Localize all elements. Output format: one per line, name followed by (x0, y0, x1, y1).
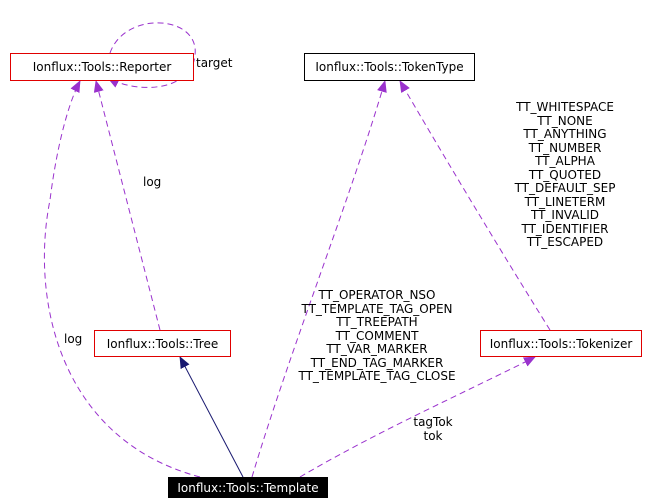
node-tokentype[interactable]: Ionflux::Tools::TokenType (304, 53, 475, 81)
node-template[interactable]: Ionflux::Tools::Template (168, 477, 328, 498)
edge-template-tree-inheritance (179, 356, 244, 478)
edge-template-reporter-log (43, 80, 201, 478)
edge-label-target: target (196, 56, 233, 70)
edge-tokenizer-tokentype (399, 80, 551, 331)
edge-tree-reporter-log (93, 80, 161, 331)
node-tokenizer[interactable]: Ionflux::Tools::Tokenizer (480, 330, 642, 357)
edge-label-tokenizer-tokentype: TT_WHITESPACE TT_NONE TT_ANYTHING TT_NUM… (514, 100, 616, 249)
edge-label-tree-log: log (143, 175, 162, 189)
edge-label-template-tokenizer: tagTok tok (413, 415, 453, 443)
node-reporter-label: Ionflux::Tools::Reporter (32, 60, 172, 74)
node-tree[interactable]: Ionflux::Tools::Tree (94, 330, 231, 357)
edge-label-template-log: log (64, 332, 83, 346)
node-tree-label: Ionflux::Tools::Tree (106, 336, 219, 351)
node-template-label: Ionflux::Tools::Template (177, 480, 319, 495)
node-tokentype-label: Ionflux::Tools::TokenType (315, 60, 464, 74)
node-reporter[interactable]: Ionflux::Tools::Reporter (10, 53, 194, 81)
edge-template-tokenizer (299, 356, 536, 478)
node-tokenizer-label: Ionflux::Tools::Tokenizer (489, 336, 633, 351)
edge-label-template-tokentype: TT_OPERATOR_NSO TT_TEMPLATE_TAG_OPEN TT_… (298, 288, 456, 383)
edge-reporter-target (107, 22, 196, 88)
edge-template-tokentype (251, 80, 387, 478)
